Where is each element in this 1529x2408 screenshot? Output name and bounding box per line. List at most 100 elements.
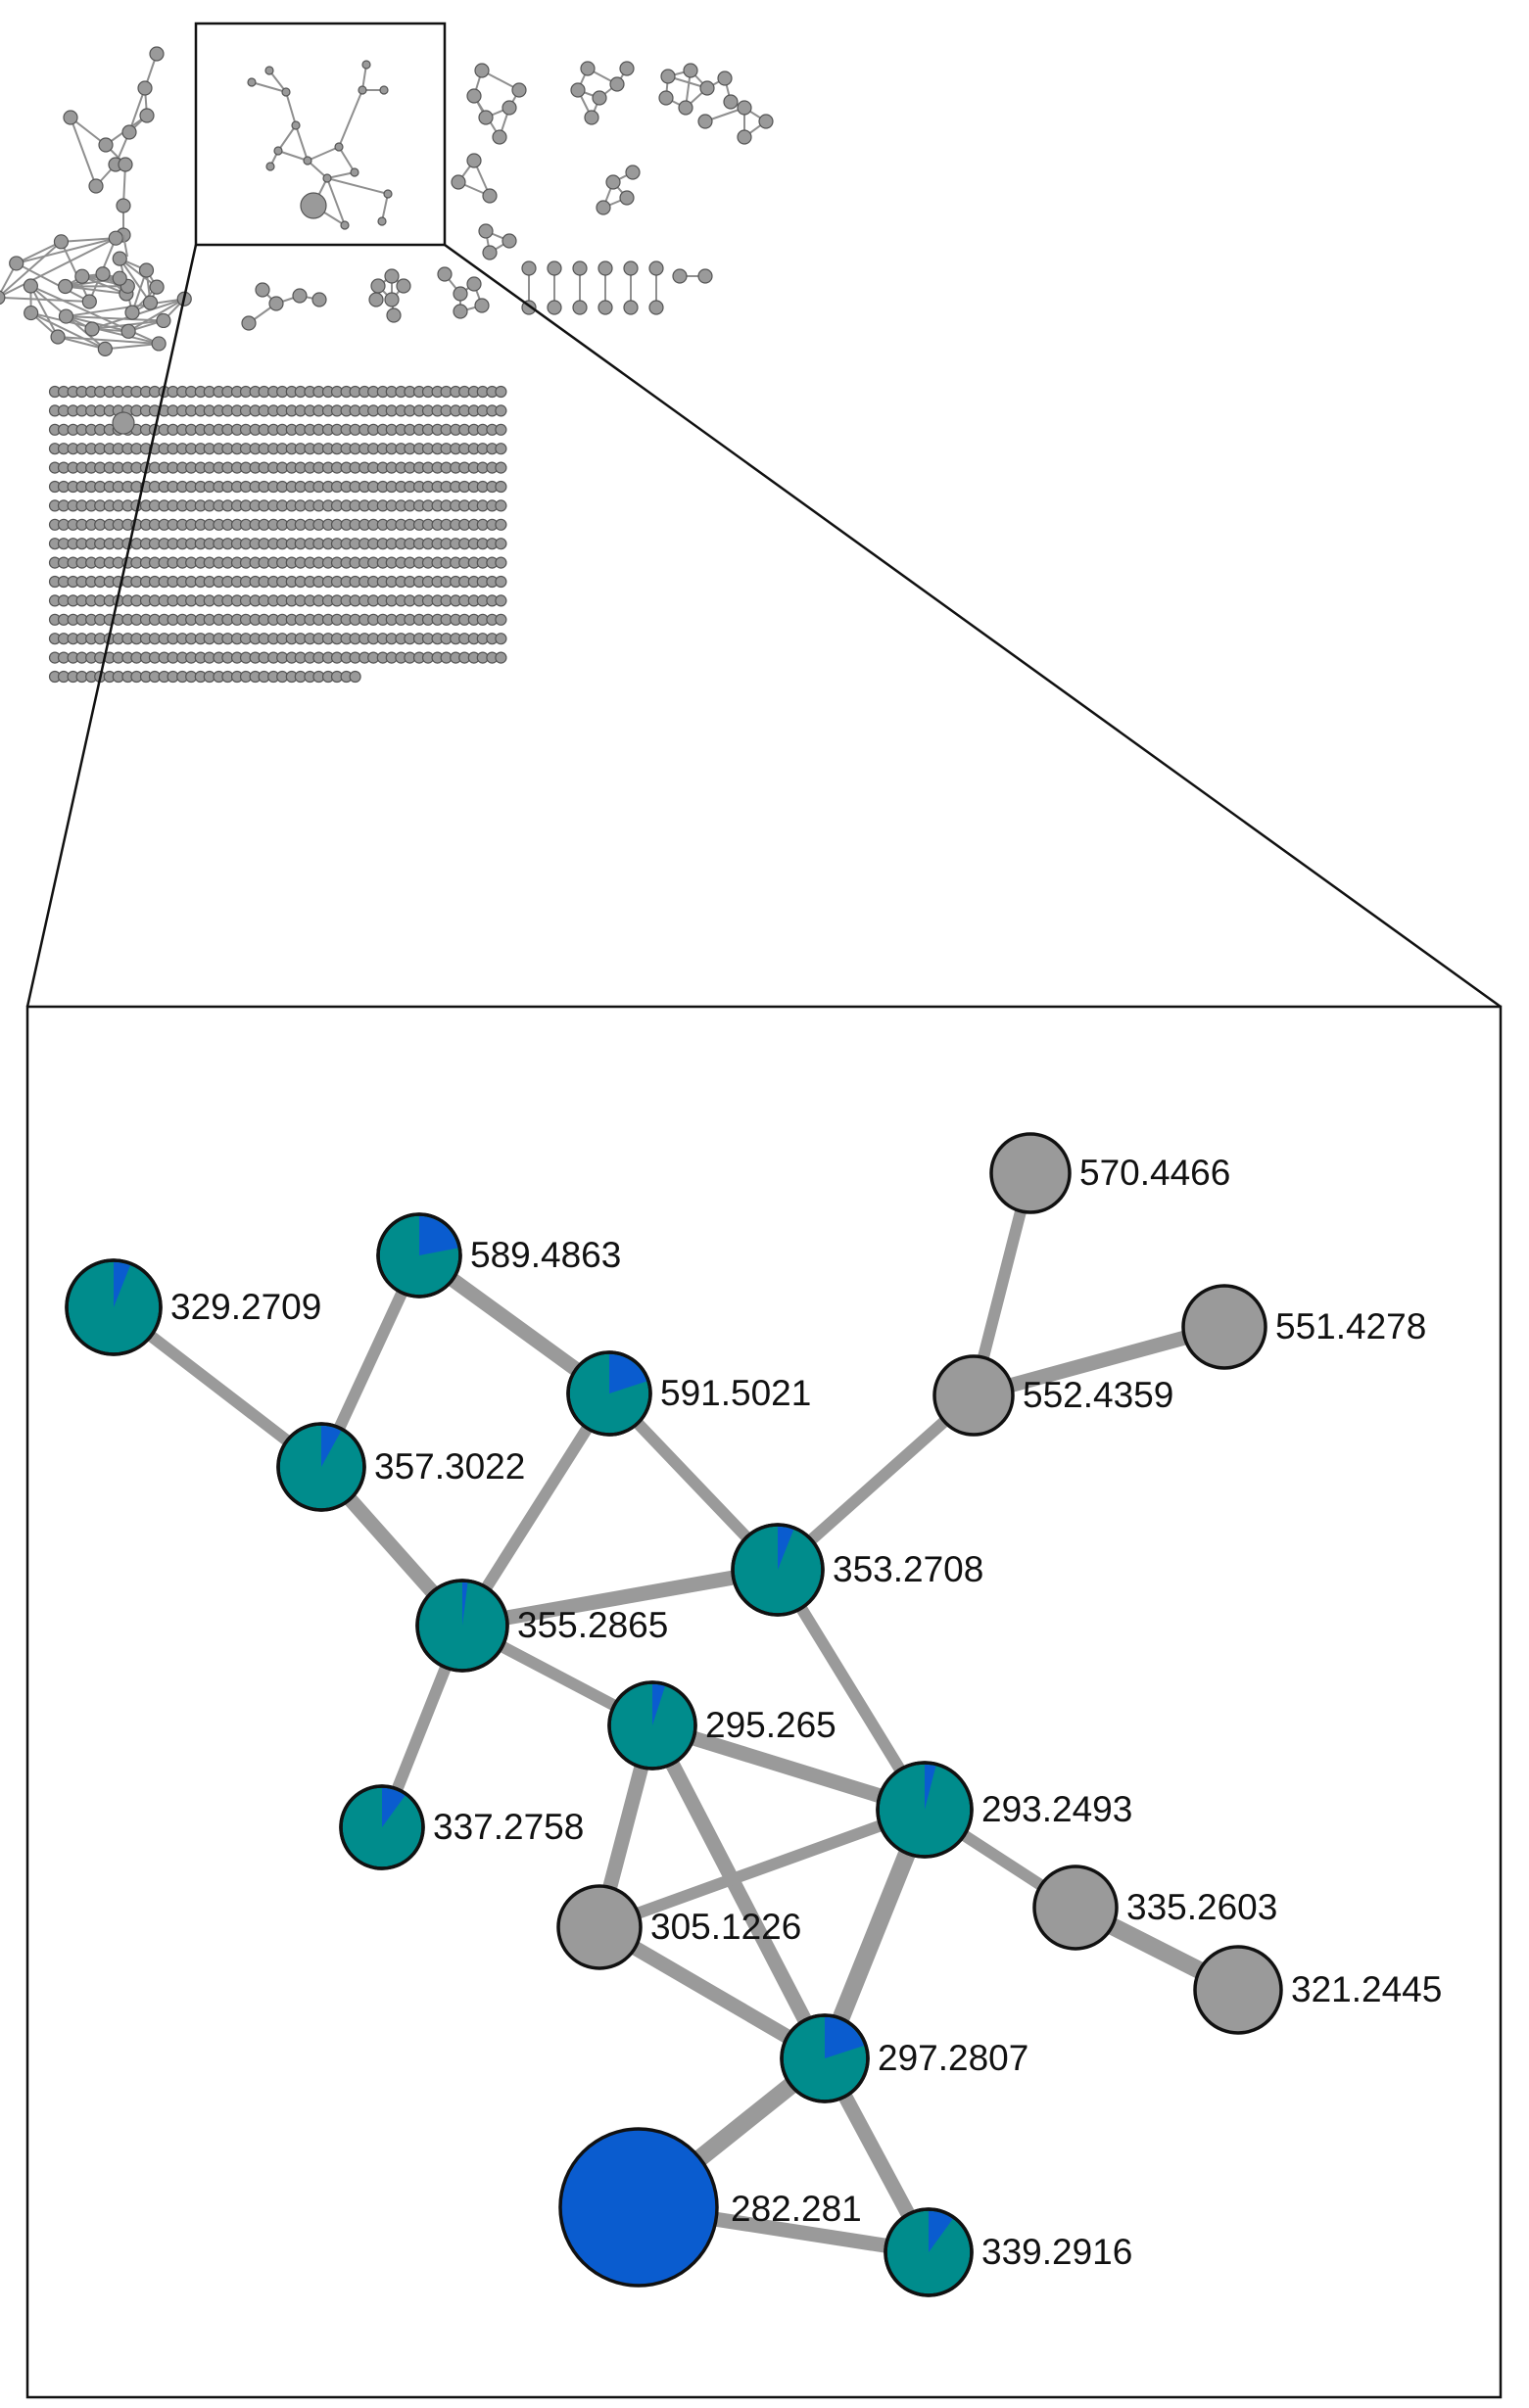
overview-node — [597, 300, 613, 315]
overview-edge — [65, 285, 127, 295]
overview-edge — [338, 89, 363, 148]
overview-edge — [60, 241, 91, 303]
overview-edge — [326, 177, 389, 195]
node-297.2807: 297.2807 — [780, 2013, 1028, 2103]
overview-node — [84, 321, 100, 337]
overview-node — [81, 294, 97, 309]
overview-node — [495, 613, 507, 626]
overview-node — [572, 300, 588, 315]
overview-node — [495, 499, 507, 512]
overview-node — [495, 404, 507, 417]
node-blue-slice — [462, 1582, 468, 1626]
overview-node — [116, 198, 131, 213]
overview-node — [97, 341, 113, 356]
node-329.2709: 329.2709 — [65, 1258, 321, 1356]
node-357.3022: 357.3022 — [276, 1422, 525, 1512]
overview-node — [384, 292, 400, 307]
overview-node — [156, 312, 171, 329]
node-label: 355.2865 — [517, 1605, 668, 1645]
overview-node — [683, 63, 698, 78]
node-outline — [65, 1258, 163, 1356]
overview-edge — [70, 117, 97, 187]
overview-node — [151, 336, 167, 352]
overview-node — [137, 80, 153, 96]
overview-node — [502, 233, 517, 249]
overview-node — [495, 423, 507, 436]
node-353.2708: 353.2708 — [731, 1523, 983, 1617]
node-label: 305.1226 — [650, 1907, 801, 1947]
overview-edge — [30, 311, 106, 351]
overview-node — [0, 290, 6, 306]
overview-node — [737, 129, 752, 145]
overview-node — [495, 651, 507, 664]
node-label: 282.281 — [731, 2189, 862, 2229]
overview-node — [437, 266, 453, 282]
overview-node — [492, 129, 507, 145]
overview-zoom-box — [194, 22, 447, 247]
overview-node — [596, 200, 611, 215]
node-337.2758: 337.2758 — [339, 1784, 584, 1870]
overview-edge — [105, 342, 160, 351]
overview-edge — [70, 117, 107, 146]
overview-node — [112, 251, 127, 266]
overview-node — [112, 411, 135, 435]
overview-edge — [285, 91, 297, 126]
overview-node — [672, 268, 688, 284]
zoom-callout — [25, 22, 1503, 2399]
overview-node — [268, 296, 284, 311]
node-339.2916: 339.2916 — [884, 2207, 1132, 2297]
overview-node — [521, 260, 537, 276]
overview-node — [50, 329, 66, 345]
overview-edge — [326, 177, 346, 226]
overview-node — [453, 286, 468, 302]
overview-node — [322, 173, 332, 183]
overview-node — [597, 260, 613, 276]
overview-node — [466, 88, 482, 104]
edge-305-293 — [594, 1804, 931, 1933]
overview-node — [623, 300, 639, 315]
overview-node — [334, 142, 344, 152]
overview-node — [619, 190, 635, 206]
overview-node — [478, 110, 494, 125]
node-label: 295.265 — [705, 1705, 836, 1745]
overview-node — [495, 385, 507, 399]
overview-node — [511, 82, 527, 98]
node-589.4863: 589.4863 — [376, 1212, 621, 1298]
overview-edge — [381, 193, 389, 222]
overview-node — [717, 71, 733, 86]
overview-node — [572, 260, 588, 276]
overview-network — [0, 46, 774, 684]
node-label: 335.2603 — [1126, 1887, 1277, 1927]
overview-node — [697, 268, 713, 284]
node-blue-slice — [321, 1426, 342, 1467]
overview-node — [386, 307, 402, 323]
overview-edge — [29, 285, 59, 338]
node-295.265: 295.265 — [607, 1680, 836, 1771]
node-355.2865: 355.2865 — [415, 1579, 668, 1673]
edge-551-552 — [966, 1319, 1232, 1403]
overview-node — [9, 256, 24, 271]
overview-node — [149, 279, 165, 295]
node-label: 591.5021 — [660, 1373, 811, 1413]
overview-node — [453, 304, 468, 319]
node-circle — [556, 1884, 643, 1970]
node-blue-slice — [778, 1527, 794, 1570]
node-outline — [780, 2013, 870, 2103]
node-591.5021: 591.5021 — [566, 1350, 811, 1437]
overview-node — [660, 69, 676, 84]
overview-node — [605, 174, 621, 190]
edge-355-353 — [454, 1562, 786, 1633]
node-blue-slice — [382, 1788, 406, 1827]
node-label: 329.2709 — [170, 1287, 321, 1327]
overview-node — [379, 85, 389, 95]
overview-node — [139, 108, 155, 123]
overview-node — [23, 278, 38, 294]
overview-node — [149, 46, 165, 62]
overview-node — [292, 288, 308, 304]
node-282.281: 282.281 — [558, 2127, 862, 2288]
overview-edge — [307, 146, 340, 162]
overview-edge — [61, 237, 117, 243]
overview-node — [120, 323, 136, 339]
node-circle — [1193, 1945, 1283, 2035]
